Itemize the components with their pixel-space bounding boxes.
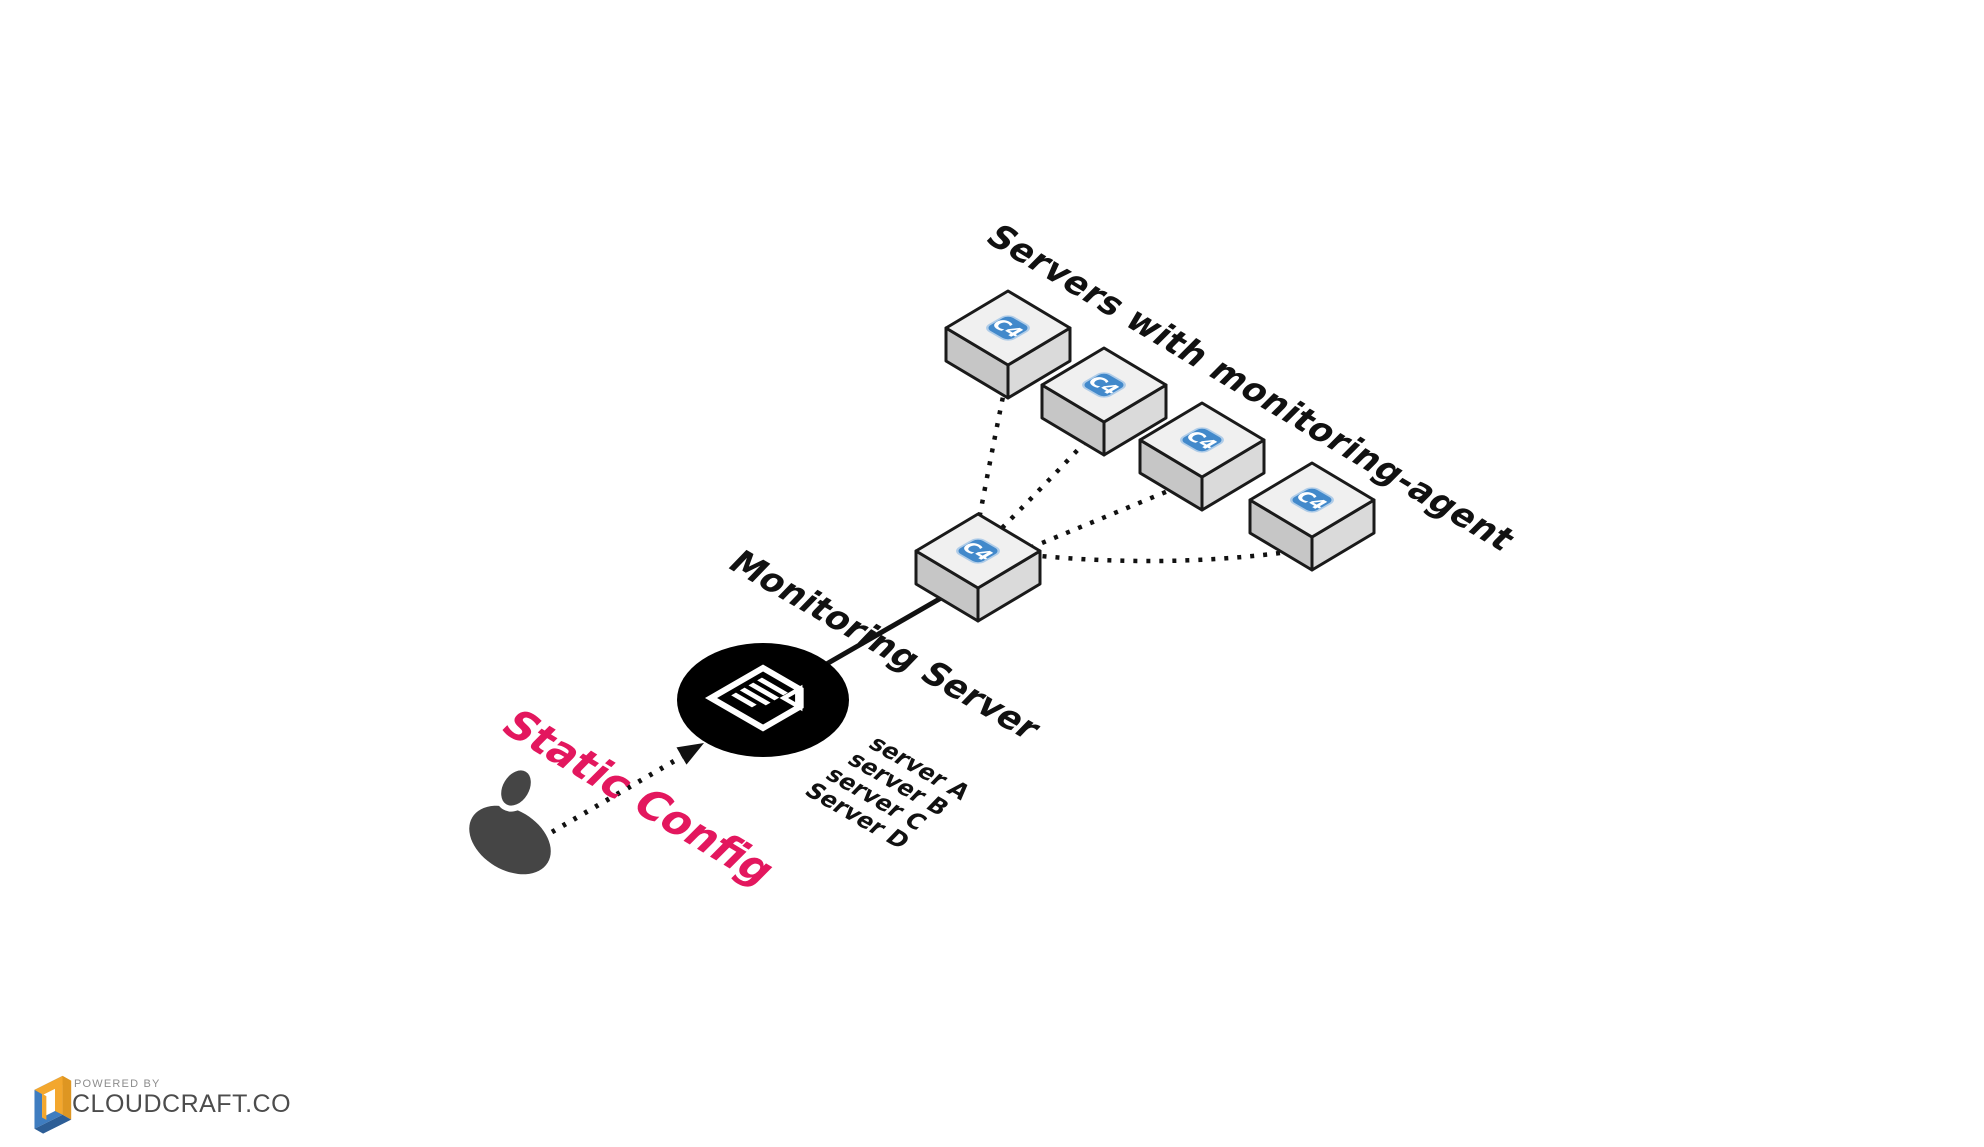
user-body — [469, 805, 551, 875]
user-icon — [469, 764, 551, 875]
server-node-4: C4 — [1248, 461, 1376, 572]
c4-badge-icon — [1290, 487, 1334, 513]
cloudcraft-brand-label[interactable]: CLOUDCRAFT.CO — [72, 1090, 292, 1118]
document-icon — [704, 664, 804, 732]
arrowhead — [676, 743, 704, 765]
user-head — [495, 764, 537, 812]
c4-badge-icon — [1082, 372, 1126, 398]
dashed-link-server-4 — [1029, 550, 1281, 564]
dashed-link-server-1 — [975, 371, 1011, 526]
dashed-link-server-3 — [1024, 474, 1203, 553]
powered-by-label: POWERED BY — [74, 1078, 161, 1090]
server-node-3: C4 — [1138, 401, 1266, 512]
server-node-1: C4 — [944, 289, 1072, 400]
config-document-node — [677, 643, 849, 757]
dotted-arrow-user-to-config — [550, 750, 690, 835]
c4-badge-icon — [956, 538, 1000, 564]
c4-badge-icon — [986, 315, 1030, 341]
server-node-2: C4 — [1040, 346, 1168, 457]
cloudcraft-logo-icon — [34, 1075, 72, 1134]
cloudcraft-logo[interactable]: POWERED BY CLOUDCRAFT.CO — [28, 1058, 328, 1143]
c4-badge-icon — [1180, 427, 1224, 453]
monitoring-server-node: C4 — [914, 512, 1042, 623]
